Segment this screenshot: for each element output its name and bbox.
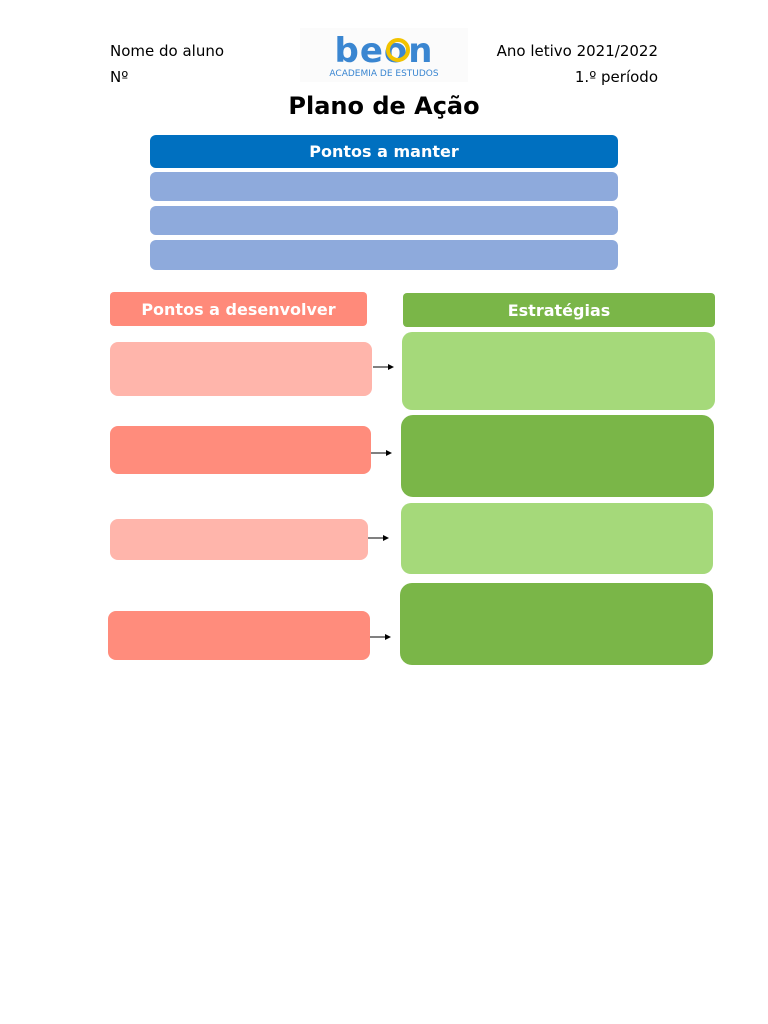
keep-row-3[interactable] xyxy=(150,240,618,270)
keep-row-2[interactable] xyxy=(150,206,618,235)
arrow-right-icon xyxy=(371,450,392,456)
period-label: 1.º período xyxy=(574,68,658,86)
strategies-heading-label: Estratégias xyxy=(507,300,611,320)
strategy-item-2[interactable] xyxy=(401,415,714,497)
school-year: Ano letivo 2021/2022 xyxy=(496,42,658,60)
student-name-label: Nome do aluno xyxy=(110,42,225,60)
develop-heading-label: Pontos a desenvolver xyxy=(141,299,336,319)
strategy-item-3[interactable] xyxy=(401,503,713,574)
arrow-right-icon xyxy=(373,364,394,370)
keep-heading: Pontos a manter xyxy=(150,135,618,168)
develop-item-4[interactable] xyxy=(108,611,370,660)
page-title: Plano de Ação xyxy=(288,92,480,120)
keep-row-1[interactable] xyxy=(150,172,618,201)
student-number-label: Nº xyxy=(110,68,129,86)
develop-item-1[interactable] xyxy=(110,342,372,396)
svg-text:ACADEMIA DE ESTUDOS: ACADEMIA DE ESTUDOS xyxy=(329,69,438,79)
svg-text:beon: beon xyxy=(335,31,434,71)
arrow-right-icon xyxy=(368,535,389,541)
strategy-item-1[interactable] xyxy=(402,332,715,410)
develop-heading: Pontos a desenvolver xyxy=(110,292,367,326)
arrow-right-icon xyxy=(370,634,391,640)
strategy-item-4[interactable] xyxy=(400,583,713,665)
beon-logo: beon ACADEMIA DE ESTUDOS xyxy=(300,28,468,82)
strategies-heading: Estratégias xyxy=(403,293,715,327)
develop-item-2[interactable] xyxy=(110,426,371,474)
keep-heading-label: Pontos a manter xyxy=(309,142,459,161)
develop-item-3[interactable] xyxy=(110,519,368,560)
